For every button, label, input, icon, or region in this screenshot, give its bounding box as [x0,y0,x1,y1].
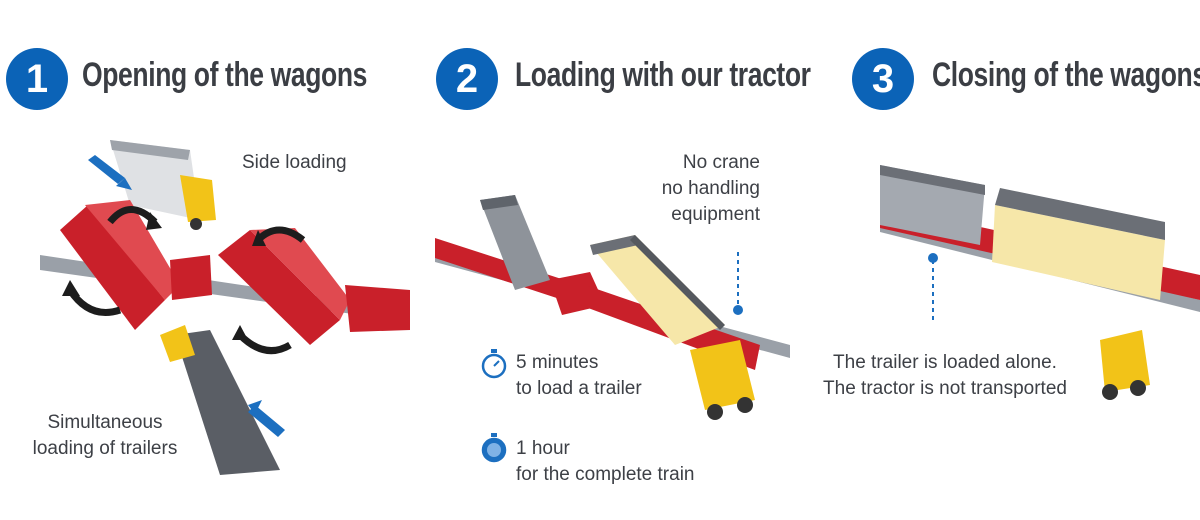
step-2-title: Loading with our tractor [515,56,811,94]
loading-tractor [690,340,755,410]
bottom-truck-trailer [175,330,280,475]
side-truck-trailer [110,140,200,220]
step-2-badge: 2 [436,48,498,110]
side-loading-label: Side loading [242,152,347,173]
bottom-truck-cab [160,325,195,362]
right-wagon-deck [218,230,340,345]
arrow-rear-loading [248,405,285,437]
time-per-train-label: 1 hour for the complete train [516,438,695,485]
grey-trailer [480,195,550,290]
step-2-panel: 2 Loading with our tractor No crane no h… [420,0,811,520]
wagon-closing-illustration [880,165,1200,400]
arrow-side-loading [88,155,125,184]
wagon-1 [435,238,580,305]
step-1-badge: 1 [6,48,68,110]
cream-trailer [992,205,1165,300]
step-1-panel: 1 Opening of the wagons [0,0,410,520]
trailer-alone-label: The trailer is loaded alone. The tractor… [823,352,1067,399]
time-per-trailer-label: 5 minutes to load a trailer [516,352,642,399]
stopwatch-filled-icon [481,433,507,463]
step-3-badge: 3 [852,48,914,110]
next-wagon [345,285,410,332]
no-crane-label: No crane no handling equipment [661,152,760,225]
cream-trailer [590,235,725,345]
side-truck-cab [180,175,216,222]
detached-tractor [1100,330,1150,392]
tractor-loading-illustration [435,195,790,420]
step-3-title: Closing of the wagons [932,56,1200,94]
step-3-panel: 3 Closing of the wagons The trailer is l… [820,0,1200,520]
wagon-opening-illustration [40,140,410,475]
stopwatch-outline-icon [481,349,507,379]
step-1-title: Opening of the wagons [82,56,368,94]
simultaneous-loading-label: Simultaneous loading of trailers [32,412,178,459]
center-coupler [170,255,212,300]
left-wagon-deck [60,205,165,330]
